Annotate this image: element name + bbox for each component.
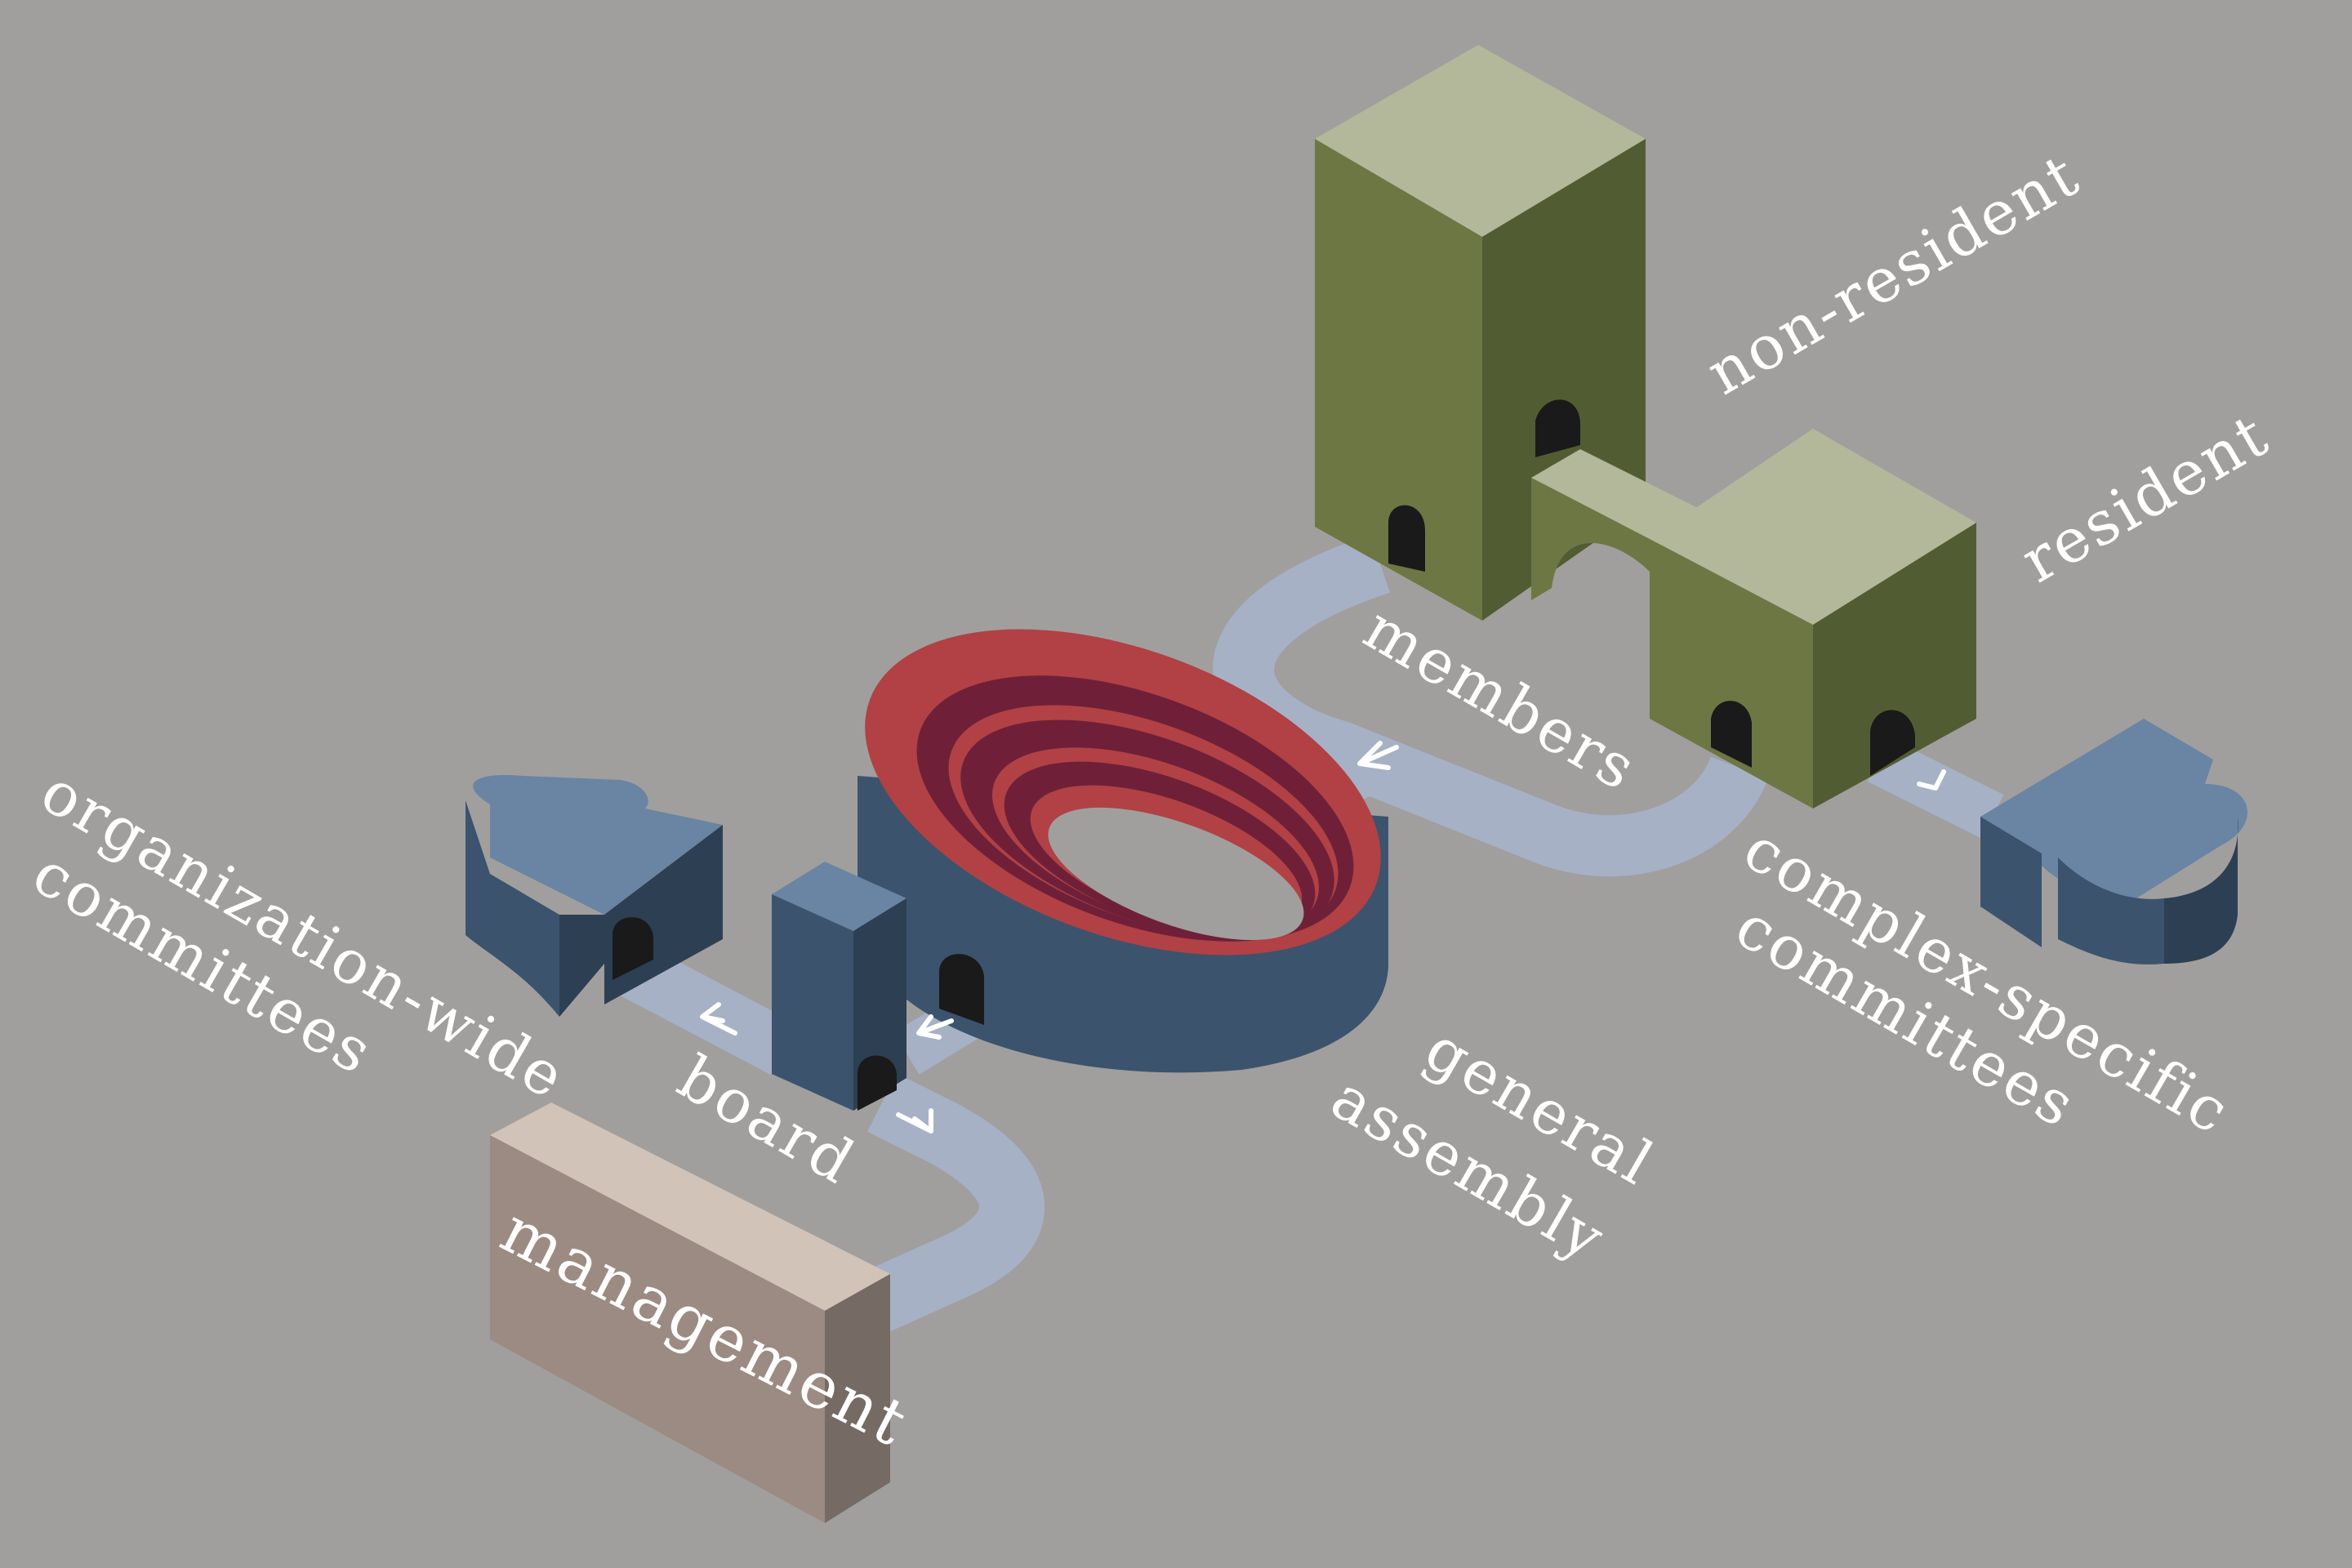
management-top	[490, 1102, 890, 1311]
board-tower-top	[772, 862, 906, 931]
management-side	[825, 1274, 890, 1523]
arrow-board-to-management	[896, 1108, 933, 1134]
members-path	[1213, 534, 1769, 877]
arrow-to-orgwide-committees	[700, 1002, 737, 1036]
orgwide-door	[612, 917, 653, 980]
arrow-members-to-assembly	[1357, 741, 1399, 770]
organization-wide-committees-building	[466, 775, 723, 1017]
orgwide-front	[466, 800, 559, 1017]
board-tower-front	[772, 894, 853, 1111]
assembly-arch-door	[939, 954, 984, 1025]
assembly-floor	[1048, 807, 1304, 941]
complex-specific-committees-building	[1980, 719, 2248, 964]
management-block: management	[489, 1102, 920, 1523]
non-resident-door-right	[1535, 399, 1580, 457]
complex-top	[1980, 719, 2248, 906]
arrow-assembly-to-board	[916, 1014, 954, 1040]
resident-front	[1650, 539, 1813, 808]
bridge	[1531, 449, 1703, 600]
non-resident-front	[1315, 139, 1482, 621]
non-resident-tower	[1315, 45, 1646, 621]
resident-building	[1650, 429, 1976, 808]
complex-side	[2164, 817, 2238, 964]
board-to-management-path	[852, 1073, 1045, 1337]
pathways	[615, 534, 2004, 1337]
board-tower-door	[858, 1055, 897, 1111]
label-non-resident: non-resident	[1695, 140, 2091, 409]
management-front	[490, 1135, 825, 1523]
board-tower-side	[853, 898, 906, 1111]
board-tower	[772, 862, 906, 1111]
complex-front	[1980, 817, 2042, 947]
bridge-top	[1531, 449, 1703, 539]
bridge-front	[1531, 478, 1650, 600]
general-assembly-amphitheatre	[858, 629, 1388, 1073]
orgwide-front-right	[559, 915, 604, 1017]
resident-side	[1813, 523, 1976, 808]
arrow-to-complex-committees	[1917, 769, 1946, 791]
resident-door-front	[1711, 701, 1752, 768]
complex-front-round	[2058, 858, 2164, 964]
board-to-orgwide-path	[615, 942, 798, 1075]
non-resident-top	[1315, 45, 1646, 237]
non-resident-door-left	[1388, 505, 1425, 572]
resident-top	[1650, 429, 1976, 625]
label-resident: resident	[2010, 399, 2281, 596]
resident-door-side	[1870, 710, 1915, 776]
arrows	[700, 741, 1946, 1134]
orgwide-top	[473, 775, 723, 915]
